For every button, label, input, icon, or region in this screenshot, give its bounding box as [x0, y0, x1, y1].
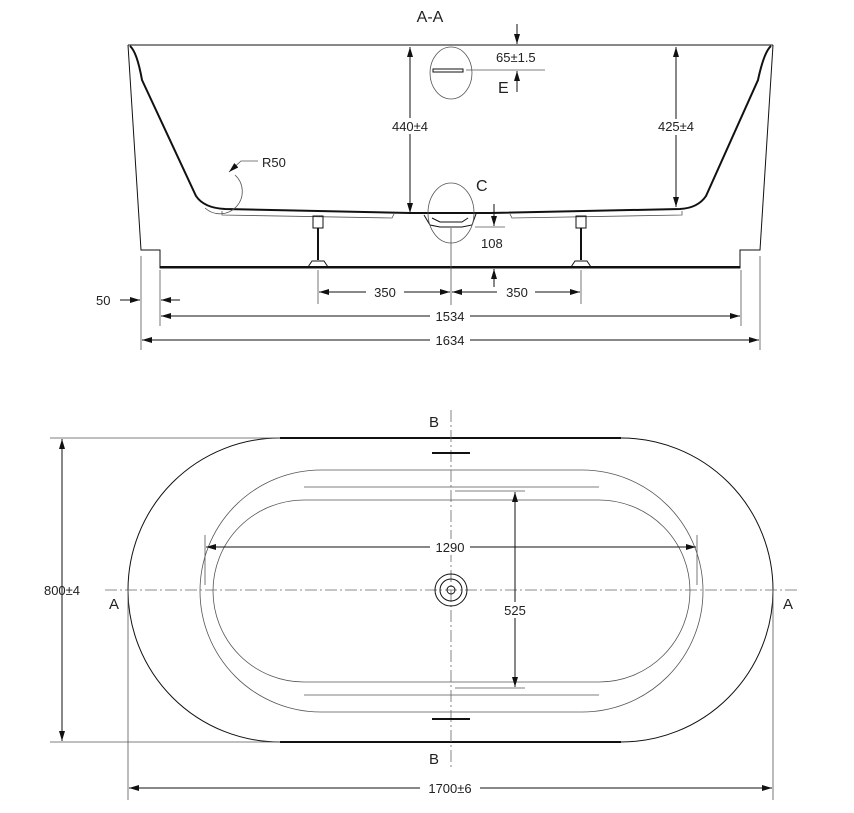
plinth-label: 50	[96, 293, 110, 308]
detail-e-circle	[429, 46, 473, 100]
detail-c-label: C	[476, 178, 488, 195]
overflow-label: 65±1.5	[496, 50, 536, 65]
inner-length-label: 1290	[436, 540, 465, 555]
leg-right-label: 350	[506, 285, 528, 300]
basin-floor	[212, 499, 691, 683]
drain-profile	[423, 213, 477, 228]
support-right	[509, 211, 683, 219]
section-b-top: B	[429, 414, 439, 431]
radius-arc	[204, 174, 243, 215]
section-a-right: A	[783, 596, 793, 613]
base-length-label: 1534	[436, 309, 465, 324]
section-b-bottom: B	[429, 751, 439, 768]
drain-icon	[434, 573, 468, 607]
overall-length-label: 1634	[436, 333, 465, 348]
overall-width-label: 800±4	[44, 583, 80, 598]
detail-e-label: E	[498, 80, 509, 97]
inner-width-label: 525	[504, 603, 526, 618]
depth-right-label: 425±4	[658, 119, 694, 134]
section-a-left: A	[109, 596, 119, 613]
radius-label: R50	[262, 155, 286, 170]
leg-left	[307, 215, 329, 268]
radius-leader	[228, 160, 258, 173]
overall-length-plan-label: 1700±6	[428, 781, 471, 796]
section-view: A-A R50 E C 440±4 425±4	[96, 9, 774, 350]
plan-view: B B A A 1290 525 800±4 1700±6	[44, 410, 800, 800]
leg-left-label: 350	[374, 285, 396, 300]
depth-left-label: 440±4	[392, 119, 428, 134]
drain-height-label: 108	[481, 236, 503, 251]
tub-inner-surface	[129, 45, 772, 214]
overflow-slot	[432, 68, 464, 73]
inner-rim	[199, 469, 704, 713]
section-title: A-A	[417, 9, 444, 26]
leg-right	[570, 215, 592, 268]
support-left	[221, 211, 395, 219]
